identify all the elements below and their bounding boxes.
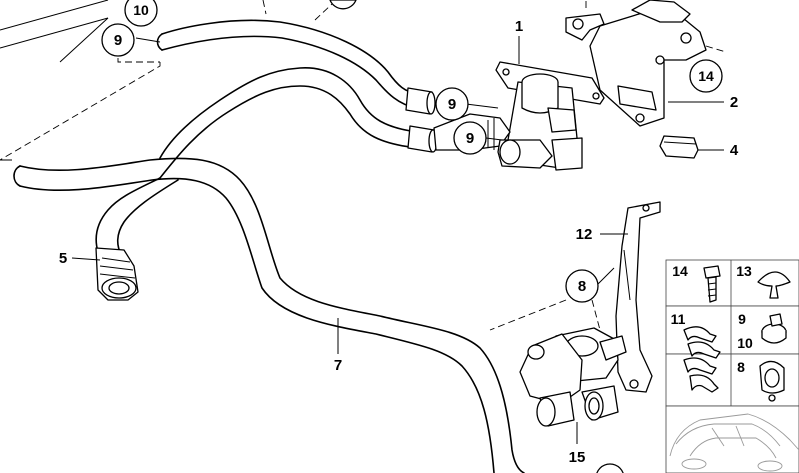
- label-7: 7: [334, 357, 342, 374]
- callout-10-label: 10: [133, 2, 149, 18]
- callout-8: 8: [565, 269, 599, 303]
- callout-9-upper-label: 9: [448, 96, 456, 113]
- callout-top-partial: [329, 0, 357, 10]
- callout-9-lower-label: 9: [466, 130, 474, 147]
- grommet-4: [659, 135, 699, 159]
- label-15: 15: [569, 449, 586, 466]
- callout-9-upper: 9: [435, 87, 469, 121]
- callout-10: 10: [124, 0, 158, 27]
- hose-10: [156, 19, 436, 115]
- legend-11-label: 11: [671, 311, 686, 327]
- callout-9-left: 9: [101, 23, 135, 57]
- legend-9-label: 9: [738, 311, 746, 327]
- legend-13-label: 13: [736, 263, 752, 279]
- label-2: 2: [730, 94, 738, 111]
- pump-bracket-12: [615, 201, 661, 393]
- legend-8-label: 8: [737, 359, 745, 375]
- car-silhouette: [669, 413, 799, 472]
- callout-9-left-label: 9: [114, 32, 122, 49]
- small-parts-panel: 14 13 11 9 10 8: [665, 259, 799, 473]
- hose-7: [13, 157, 525, 473]
- hose-5-connector: [95, 247, 139, 301]
- water-valve-1: [433, 61, 605, 171]
- legend-10-label: 10: [737, 335, 753, 351]
- hose-9: [159, 67, 438, 179]
- legend-14-label: 14: [672, 263, 688, 279]
- callout-14: 14: [689, 59, 723, 93]
- callout-8-label: 8: [578, 278, 586, 295]
- label-12: 12: [576, 226, 593, 243]
- callout-bottom-partial: [596, 463, 624, 473]
- bracket-2: [565, 0, 727, 127]
- label-5: 5: [59, 250, 67, 267]
- water-pump-15: [519, 327, 627, 427]
- label-1: 1: [515, 18, 523, 35]
- leader-lines: [0, 36, 724, 444]
- callout-9-lower: 9: [453, 121, 487, 155]
- frame-lines: [0, 0, 333, 63]
- callout-14-label: 14: [698, 68, 714, 84]
- label-4: 4: [730, 142, 739, 159]
